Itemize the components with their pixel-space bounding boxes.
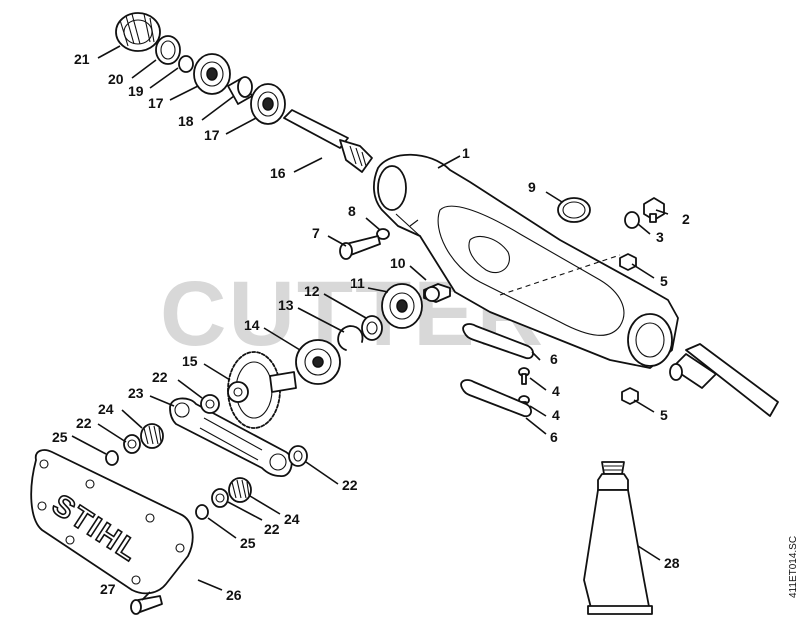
part-10-stud	[423, 283, 451, 303]
part-17-bearing-lower	[250, 83, 286, 125]
callout-26: 26	[226, 587, 242, 603]
callout-22-d: 22	[264, 521, 280, 537]
part-18-sleeve	[227, 76, 253, 105]
part-23-connecting-rod	[169, 397, 293, 477]
callout-5-upper: 5	[660, 273, 668, 289]
part-14-bearing	[295, 339, 341, 385]
callout-24-b: 24	[284, 511, 300, 527]
callout-25-a: 25	[52, 429, 68, 445]
callout-4-upper: 4	[552, 383, 560, 399]
part-26-cover: STIHL	[30, 449, 194, 595]
callout-19: 19	[128, 83, 144, 99]
callout-9: 9	[528, 179, 536, 195]
part-25-circlip-b	[195, 504, 209, 520]
callout-15: 15	[182, 353, 198, 369]
callout-22-c: 22	[342, 477, 358, 493]
part-9-ring	[557, 197, 591, 223]
part-19-circlip	[178, 55, 194, 73]
part-5-nut-upper	[619, 253, 637, 271]
callout-28: 28	[664, 555, 680, 571]
callout-18: 18	[178, 113, 194, 129]
callout-11: 11	[350, 275, 365, 291]
part-21-threaded-nut	[115, 12, 161, 52]
part-24-needle-cage-b	[228, 477, 252, 503]
callout-14: 14	[244, 317, 260, 333]
part-6-plate-upper	[462, 323, 534, 360]
document-id: 411ET014.SC	[788, 536, 799, 598]
part-28-grease-tube	[583, 461, 653, 615]
callout-10: 10	[390, 255, 406, 271]
part-22-washer-a	[200, 394, 220, 414]
part-2-plug-screw	[643, 197, 665, 223]
callout-6-lower: 6	[550, 429, 558, 445]
callout-numbers: 21 20 19 17 18 17 16 1 9 2 3 5 5 8 7 10 …	[52, 51, 690, 603]
callout-17-upper: 17	[148, 95, 164, 111]
callout-5-lower: 5	[660, 407, 668, 423]
callout-7: 7	[312, 225, 320, 241]
callout-6-upper: 6	[550, 351, 558, 367]
callout-3: 3	[656, 229, 664, 245]
callout-17-lower: 17	[204, 127, 220, 143]
part-22-washer-b	[123, 434, 141, 454]
callout-25-b: 25	[240, 535, 256, 551]
part-25-circlip-a	[105, 450, 119, 466]
part-22-washer-c	[288, 445, 308, 467]
part-16-bevel-pinion-shaft	[283, 109, 373, 173]
callout-22-b: 22	[76, 415, 92, 431]
callout-13: 13	[278, 297, 294, 313]
part-4-screw-upper	[518, 367, 530, 385]
part-6-plate-lower	[460, 379, 532, 418]
callout-20: 20	[108, 71, 124, 87]
callout-4-lower: 4	[552, 407, 560, 423]
part-22-washer-d	[211, 488, 229, 508]
part-3-washer	[624, 211, 640, 229]
callout-8: 8	[348, 203, 356, 219]
callout-22-a: 22	[152, 369, 168, 385]
part-15-gear-wheel	[227, 351, 297, 429]
leader-lines	[71, 45, 669, 601]
callout-23: 23	[128, 385, 144, 401]
part-7-screw	[339, 235, 381, 260]
part-1-gear-housing	[373, 153, 679, 369]
part-27-screw	[130, 595, 163, 615]
part-20-ring	[155, 35, 181, 65]
part-8-washer	[376, 228, 390, 240]
callout-24-a: 24	[98, 401, 114, 417]
callout-16: 16	[270, 165, 286, 181]
drive-tube	[669, 343, 779, 417]
callout-27: 27	[100, 581, 116, 597]
part-24-needle-cage-a	[140, 423, 164, 449]
callout-12: 12	[304, 283, 320, 299]
callout-21: 21	[74, 51, 90, 67]
part-17-bearing-upper	[193, 53, 231, 95]
part-11-bearing	[381, 283, 423, 329]
part-12-needle-sleeve	[361, 315, 383, 341]
callout-2: 2	[682, 211, 690, 227]
part-13-circlip	[337, 325, 364, 351]
callout-1: 1	[462, 145, 470, 161]
